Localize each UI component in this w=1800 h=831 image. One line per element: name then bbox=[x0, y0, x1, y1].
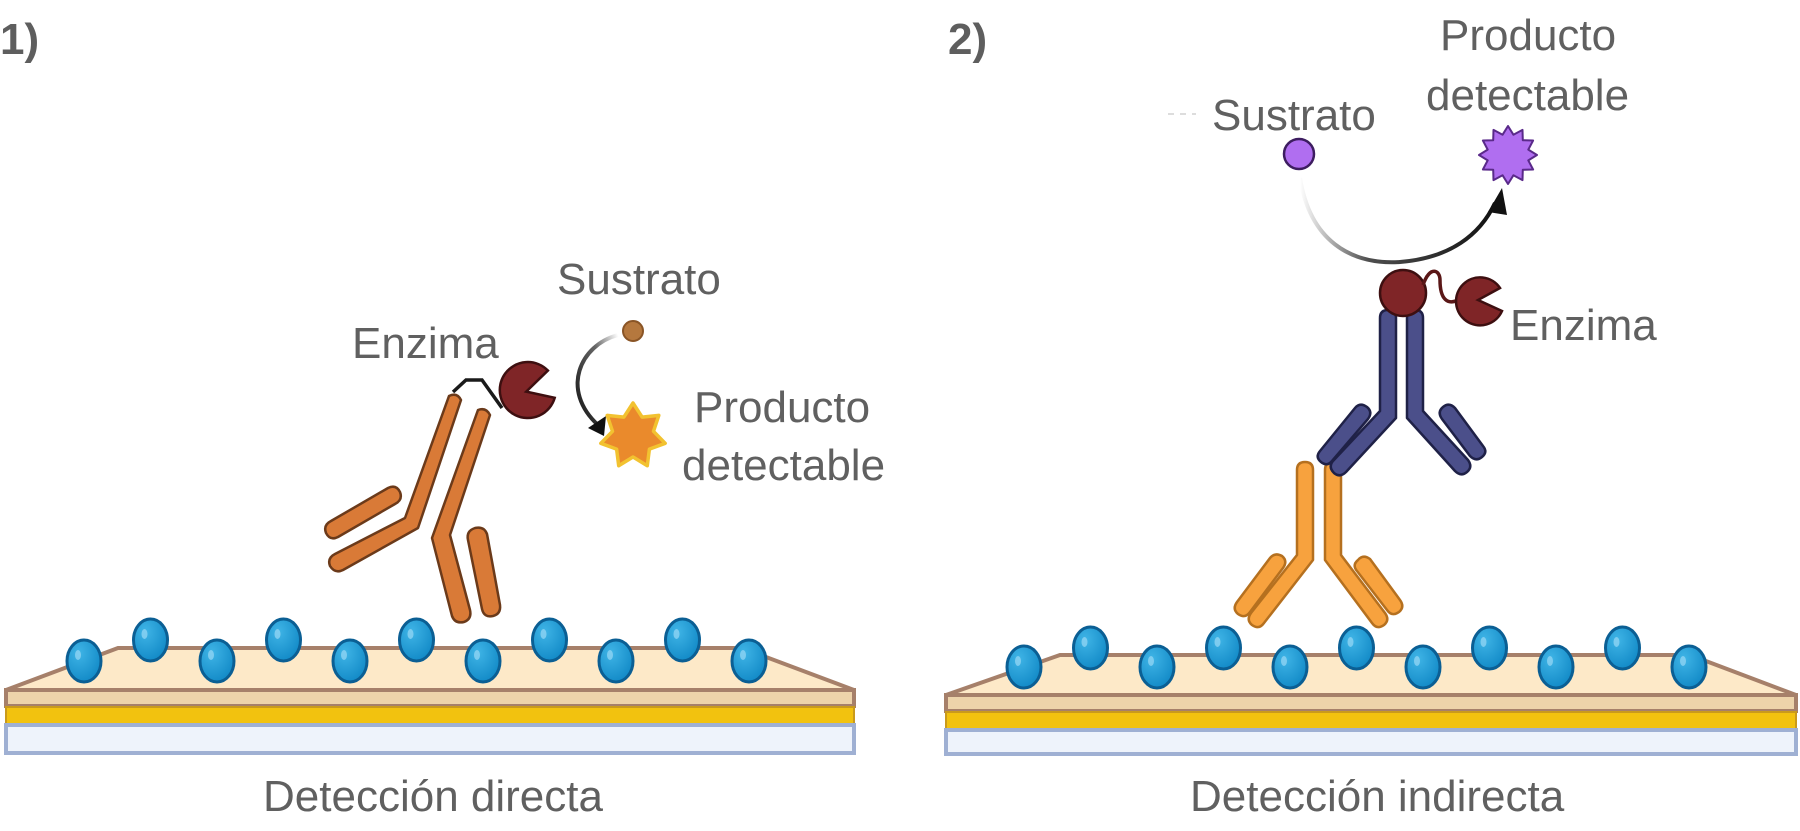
antigen-bead bbox=[1471, 625, 1508, 671]
product-label-line2: detectable bbox=[1426, 71, 1629, 120]
light-chain-left bbox=[1316, 403, 1372, 466]
antigen-bead bbox=[464, 638, 502, 684]
caption: Detección directa bbox=[263, 772, 603, 821]
secondary-antibody bbox=[1316, 308, 1487, 477]
antigen-bead bbox=[1670, 644, 1708, 690]
detectable-product-icon bbox=[1478, 125, 1538, 185]
labeled-antibody bbox=[323, 393, 502, 624]
antigen-bead bbox=[1205, 625, 1242, 671]
plate-gold-layer bbox=[5, 706, 855, 725]
plate-base bbox=[944, 728, 1798, 756]
plate-coating-layer bbox=[944, 693, 1798, 713]
panel-indirect: 2) bbox=[944, 11, 1798, 821]
antigen-bead bbox=[664, 617, 701, 663]
antigen-bead bbox=[1005, 644, 1043, 690]
arrow-head-icon bbox=[588, 416, 606, 436]
plate-gold-layer bbox=[945, 711, 1797, 730]
reaction-arrow bbox=[1298, 177, 1497, 265]
panel-number: 2) bbox=[948, 15, 987, 64]
antigen-bead bbox=[1338, 625, 1375, 671]
antigen-bead bbox=[1537, 644, 1575, 690]
antigen-bead bbox=[1404, 644, 1442, 690]
antigen-bead bbox=[65, 638, 103, 684]
reaction-arrow bbox=[575, 333, 619, 427]
antigen-bead bbox=[132, 617, 169, 663]
product-label-line2: detectable bbox=[682, 441, 885, 490]
heavy-chain-right bbox=[1323, 460, 1389, 629]
light-chain-right bbox=[1353, 555, 1404, 616]
antigen-bead bbox=[1604, 625, 1641, 671]
panel-direct: 1) Enzima bbox=[0, 15, 885, 821]
primary-antibody bbox=[1233, 460, 1404, 629]
enzyme-linker bbox=[451, 378, 504, 410]
heavy-chain-left bbox=[327, 393, 463, 573]
enzyme-linker bbox=[1421, 269, 1459, 304]
conjugate-anchor bbox=[1378, 268, 1428, 318]
well-plate bbox=[944, 653, 1798, 756]
panel-number: 1) bbox=[0, 15, 39, 64]
light-chain-left bbox=[1233, 553, 1287, 618]
antigen-bead bbox=[398, 617, 435, 663]
enzyme-label: Enzima bbox=[1510, 301, 1657, 350]
antigen-bead bbox=[531, 617, 568, 663]
substrate-label: Sustrato bbox=[557, 255, 721, 304]
light-chain-right bbox=[466, 526, 502, 618]
antigen-bead bbox=[331, 638, 369, 684]
detectable-product-icon bbox=[599, 401, 667, 468]
product-label-line1: Producto bbox=[1440, 11, 1616, 60]
antigen-bead bbox=[730, 638, 768, 684]
enzyme-label: Enzima bbox=[352, 319, 499, 368]
antigens bbox=[65, 617, 768, 684]
heavy-chain-right bbox=[430, 407, 492, 624]
antigen-bead bbox=[198, 638, 236, 684]
antigen-bead bbox=[597, 638, 635, 684]
enzyme-icon bbox=[1454, 276, 1504, 327]
plate-base bbox=[4, 723, 856, 755]
antigen-bead bbox=[1138, 644, 1176, 690]
antigen-bead bbox=[1271, 644, 1309, 690]
plate-coating-layer bbox=[4, 688, 856, 708]
heavy-chain-right bbox=[1405, 308, 1472, 476]
product-label-line1: Producto bbox=[694, 383, 870, 432]
well-plate bbox=[4, 646, 856, 755]
antigens bbox=[1005, 625, 1708, 690]
substrate-icon bbox=[622, 320, 644, 342]
antigen-bead bbox=[265, 617, 302, 663]
arrow-head-icon bbox=[1488, 188, 1507, 215]
light-chain-left bbox=[323, 485, 403, 540]
enzyme-icon bbox=[498, 360, 557, 420]
heavy-chain-left bbox=[1247, 460, 1315, 629]
substrate-icon bbox=[1282, 137, 1316, 171]
light-chain-right bbox=[1438, 403, 1487, 461]
caption: Detección indirecta bbox=[1190, 772, 1565, 821]
antigen-bead bbox=[1072, 625, 1109, 671]
heavy-chain-left bbox=[1329, 308, 1398, 477]
substrate-label: Sustrato bbox=[1212, 91, 1376, 140]
